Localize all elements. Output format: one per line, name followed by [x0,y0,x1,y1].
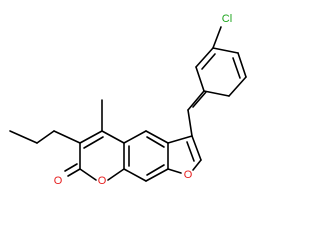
bond-c3-c2-double [186,141,195,162]
bond-ph-6 [228,76,247,97]
bond-c4-c3a-double [146,136,165,148]
bond-ph-1 [187,90,205,111]
bond-ph-5-double [232,57,241,79]
bond-c6-c5-double [83,136,104,149]
bond-c9a-c9 [145,168,169,182]
bond-c4a-c4 [123,130,147,144]
bond-propyl-3 [53,130,81,144]
molecule-diagram: Cl O O O [9,13,247,187]
bond-c9-c8a [123,168,147,182]
carbonyl-oxygen-label: O [54,175,63,187]
bond-ph-3-double [201,53,216,70]
lactone-oxygen-label: O [98,175,107,187]
bond-c7-o1 [79,168,97,181]
furan-oxygen-label: O [184,169,193,181]
bond-ph-1-double [192,91,207,108]
structure-svg: Cl O O O [9,13,247,187]
bonds [9,26,247,182]
bond-c7-carbonyl [67,168,81,177]
bond-o1-c8a [107,168,125,181]
bond-c7-carbonyl-double [64,163,78,172]
chlorine-atom-label: Cl [222,13,232,25]
bond-c6-c5 [79,130,103,144]
bond-propyl-2 [36,130,55,144]
bond-ph-cl [212,26,222,49]
atom-labels: Cl O O O [54,13,232,187]
bond-o-c9a [167,168,182,174]
bond-c5-c4a [101,130,125,144]
bond-ph-5 [237,52,247,78]
bond-ph-3 [195,47,214,68]
bond-ph-4 [212,47,239,54]
bond-propyl-1 [9,130,38,144]
bond-ph-7 [203,90,230,97]
bond-c9a-c9-double [146,164,165,176]
bond-c4-c3a [145,130,169,144]
bond-c2-o [192,159,202,171]
bond-c3-phenyl [187,109,193,137]
bond-c3a-c3 [167,135,193,144]
bond-ph-2 [195,66,205,92]
bond-c3-c2 [191,135,202,161]
